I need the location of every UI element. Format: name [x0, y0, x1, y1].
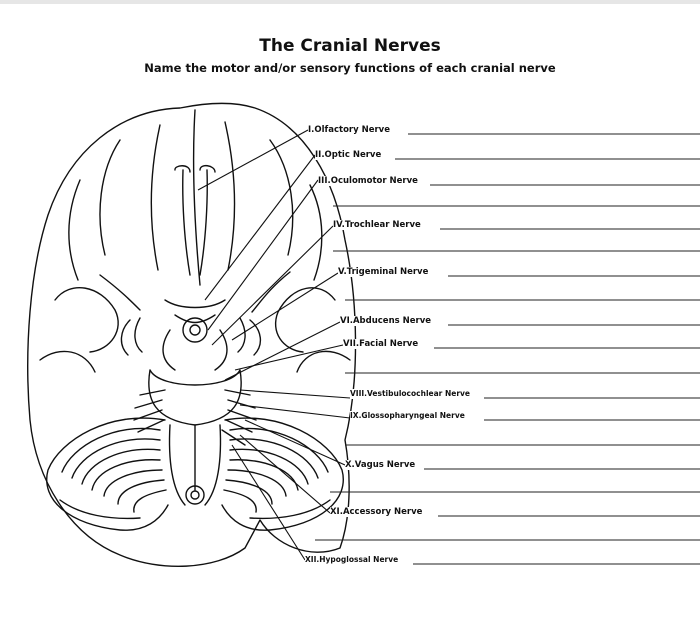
label-glossopharyngeal-nerve: IX.Glossopharyngeal Nerve	[350, 411, 467, 421]
label-facial-nerve: VII.Facial Nerve	[343, 339, 420, 349]
label-hypoglossal-nerve: XII.Hypoglossal Nerve	[305, 555, 400, 565]
label-trigeminal-nerve: V.Trigeminal Nerve	[338, 267, 430, 277]
label-oculomotor-nerve: III.Oculomotor Nerve	[318, 176, 420, 186]
label-vestibulocochlear-nerve: VIII.Vestibulocochlear Nerve	[350, 389, 472, 399]
label-optic-nerve: II.Optic Nerve	[315, 150, 383, 160]
label-abducens-nerve: VI.Abducens Nerve	[340, 316, 433, 326]
longitudinal-fissure	[194, 110, 200, 285]
label-accessory-nerve: XI.Accessory Nerve	[330, 507, 424, 517]
label-vagus-nerve: X.Vagus Nerve	[345, 460, 417, 470]
cerebellum-left	[47, 418, 168, 530]
label-trochlear-nerve: IV.Trochlear Nerve	[333, 220, 423, 230]
leader-lines	[198, 130, 350, 560]
olfactory-tract-left	[183, 170, 190, 275]
answer-lines	[315, 134, 700, 564]
label-olfactory-nerve: I.Olfactory Nerve	[308, 125, 392, 135]
